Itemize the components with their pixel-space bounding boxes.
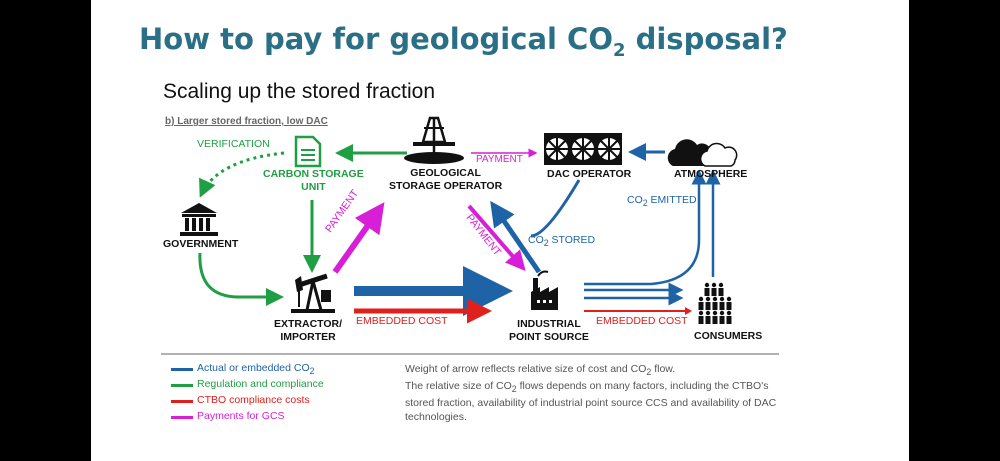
slide: How to pay for geological CO2 disposal? …	[91, 0, 909, 461]
payment-arrow-operator-to-industrial	[467, 204, 526, 272]
explanatory-note: Weight of arrow reflects relative size o…	[405, 363, 777, 424]
cloud-icon	[667, 139, 738, 167]
verification-arrow	[199, 151, 285, 198]
co2-emitted-arrow-industrial	[584, 169, 707, 286]
embedded-cost-label-left: EMBEDDED COST	[356, 315, 448, 327]
consumers-label: CONSUMERS	[694, 330, 763, 342]
payment-label-top: PAYMENT	[476, 154, 523, 165]
co2-stored-arrow-dac-to-operator	[530, 179, 581, 238]
legend-swatch-red	[171, 400, 193, 403]
page-title: How to pay for geological CO2 disposal?	[139, 22, 788, 61]
drilling-rig-icon	[404, 116, 464, 164]
legend-swatch-blue	[171, 368, 193, 371]
panel-label: b) Larger stored fraction, low DAC	[165, 116, 328, 127]
legend-item-co2: Actual or embedded CO2	[197, 362, 315, 377]
government-label: GOVERNMENT	[163, 238, 239, 250]
co2-emitted-label: CO2 EMITTED	[627, 194, 697, 209]
extractor-importer-label: EXTRACTOR/IMPORTER	[274, 318, 343, 343]
slide-subtitle: Scaling up the stored fraction	[163, 80, 435, 103]
legend-item-payments: Payments for GCS	[197, 410, 285, 422]
legend-item-regulation: Regulation and compliance	[197, 378, 324, 390]
embedded-cost-label-right: EMBEDDED COST	[596, 315, 688, 327]
legend-swatch-magenta	[171, 416, 193, 419]
co2-stored-arrow-industrial-to-operator	[490, 200, 542, 274]
legend-item-ctbo: CTBO compliance costs	[197, 394, 310, 406]
payment-arrow-extractor-to-operator	[332, 202, 385, 274]
dac-operator-label: DAC OPERATOR	[547, 168, 632, 180]
fan-array-icon	[544, 133, 622, 165]
legend-swatch-green	[171, 384, 193, 387]
document-icon	[294, 135, 322, 168]
crowd-icon	[698, 282, 732, 324]
oil-pump-icon	[291, 273, 335, 313]
verification-label: VERIFICATION	[197, 138, 270, 150]
government-building-icon	[180, 203, 218, 236]
regulation-arrow-government-to-extractor	[198, 252, 284, 306]
co2-stored-label: CO2 STORED	[528, 234, 596, 249]
atmosphere-label: ATMOSPHERE	[674, 168, 748, 180]
factory-icon	[531, 270, 558, 310]
flow-diagram	[161, 116, 779, 355]
